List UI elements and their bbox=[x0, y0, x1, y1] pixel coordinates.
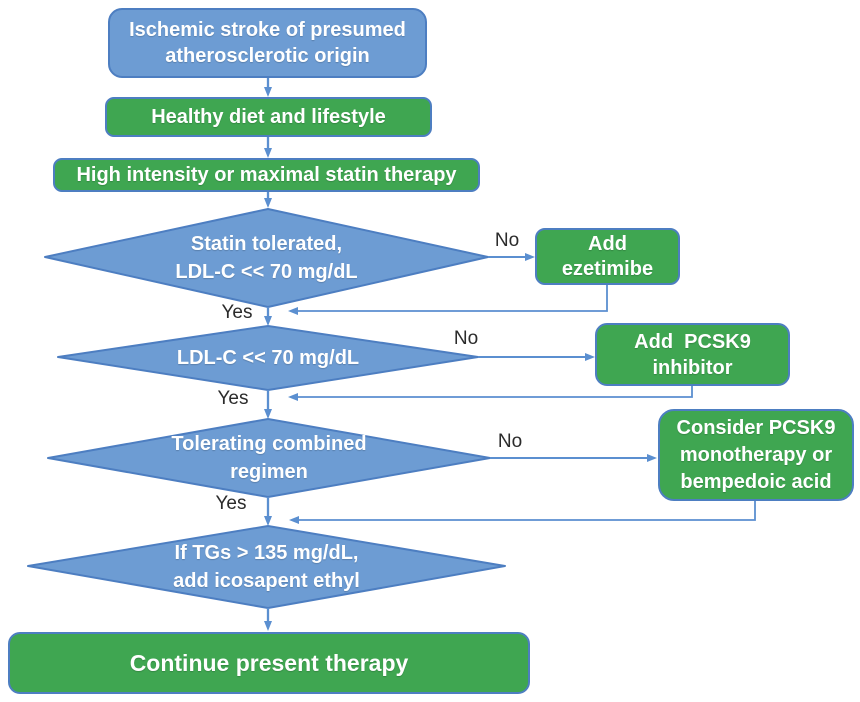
node-start-line2: atherosclerotic origin bbox=[165, 45, 370, 67]
node-continue: Continue present therapy bbox=[8, 632, 530, 694]
node-add-ezetimibe: Add ezetimibe bbox=[535, 228, 680, 285]
branch-label-no-1: No bbox=[494, 230, 520, 251]
node-continue-line1: Continue present therapy bbox=[129, 650, 409, 676]
node-add-pcsk9-line1: Add PCSK9 bbox=[634, 330, 751, 353]
decision-tgs-diamond bbox=[27, 525, 506, 609]
branch-label-no-3: No bbox=[497, 431, 523, 452]
arrow-consider-return bbox=[289, 501, 756, 524]
decision-statin-tolerated-diamond bbox=[44, 208, 489, 308]
node-consider-pcsk9-line2: monotherapy or bbox=[679, 443, 833, 466]
branch-label-yes-1: Yes bbox=[221, 302, 253, 323]
node-statin-line1: High intensity or maximal statin therapy bbox=[76, 164, 457, 186]
node-start-line1: Ischemic stroke of presumed bbox=[129, 19, 406, 41]
node-diet-line1: Healthy diet and lifestyle bbox=[151, 106, 386, 128]
decision-tolerating-diamond bbox=[47, 418, 491, 498]
node-consider-pcsk9-line1: Consider PCSK9 bbox=[676, 416, 836, 439]
branch-label-yes-2: Yes bbox=[217, 388, 249, 409]
decision-ldl-diamond bbox=[57, 325, 479, 391]
node-start: Ischemic stroke of presumed atherosclero… bbox=[108, 8, 427, 78]
node-consider-pcsk9: Consider PCSK9 monotherapy or bempedoic … bbox=[658, 409, 854, 501]
branch-label-no-2: No bbox=[453, 328, 479, 349]
node-add-pcsk9-line2: inhibitor bbox=[652, 356, 733, 379]
branch-label-yes-3: Yes bbox=[215, 493, 247, 514]
node-add-ezetimibe-line2: ezetimibe bbox=[561, 257, 654, 280]
node-consider-pcsk9-line3: bempedoic acid bbox=[680, 470, 832, 493]
node-statin: High intensity or maximal statin therapy bbox=[53, 158, 480, 192]
arrow-pcsk9-return bbox=[288, 386, 693, 401]
arrow-ezetimibe-return bbox=[288, 285, 608, 315]
node-add-ezetimibe-line1: Add bbox=[588, 232, 627, 255]
node-add-pcsk9: Add PCSK9 inhibitor bbox=[595, 323, 790, 386]
node-diet: Healthy diet and lifestyle bbox=[105, 97, 432, 137]
